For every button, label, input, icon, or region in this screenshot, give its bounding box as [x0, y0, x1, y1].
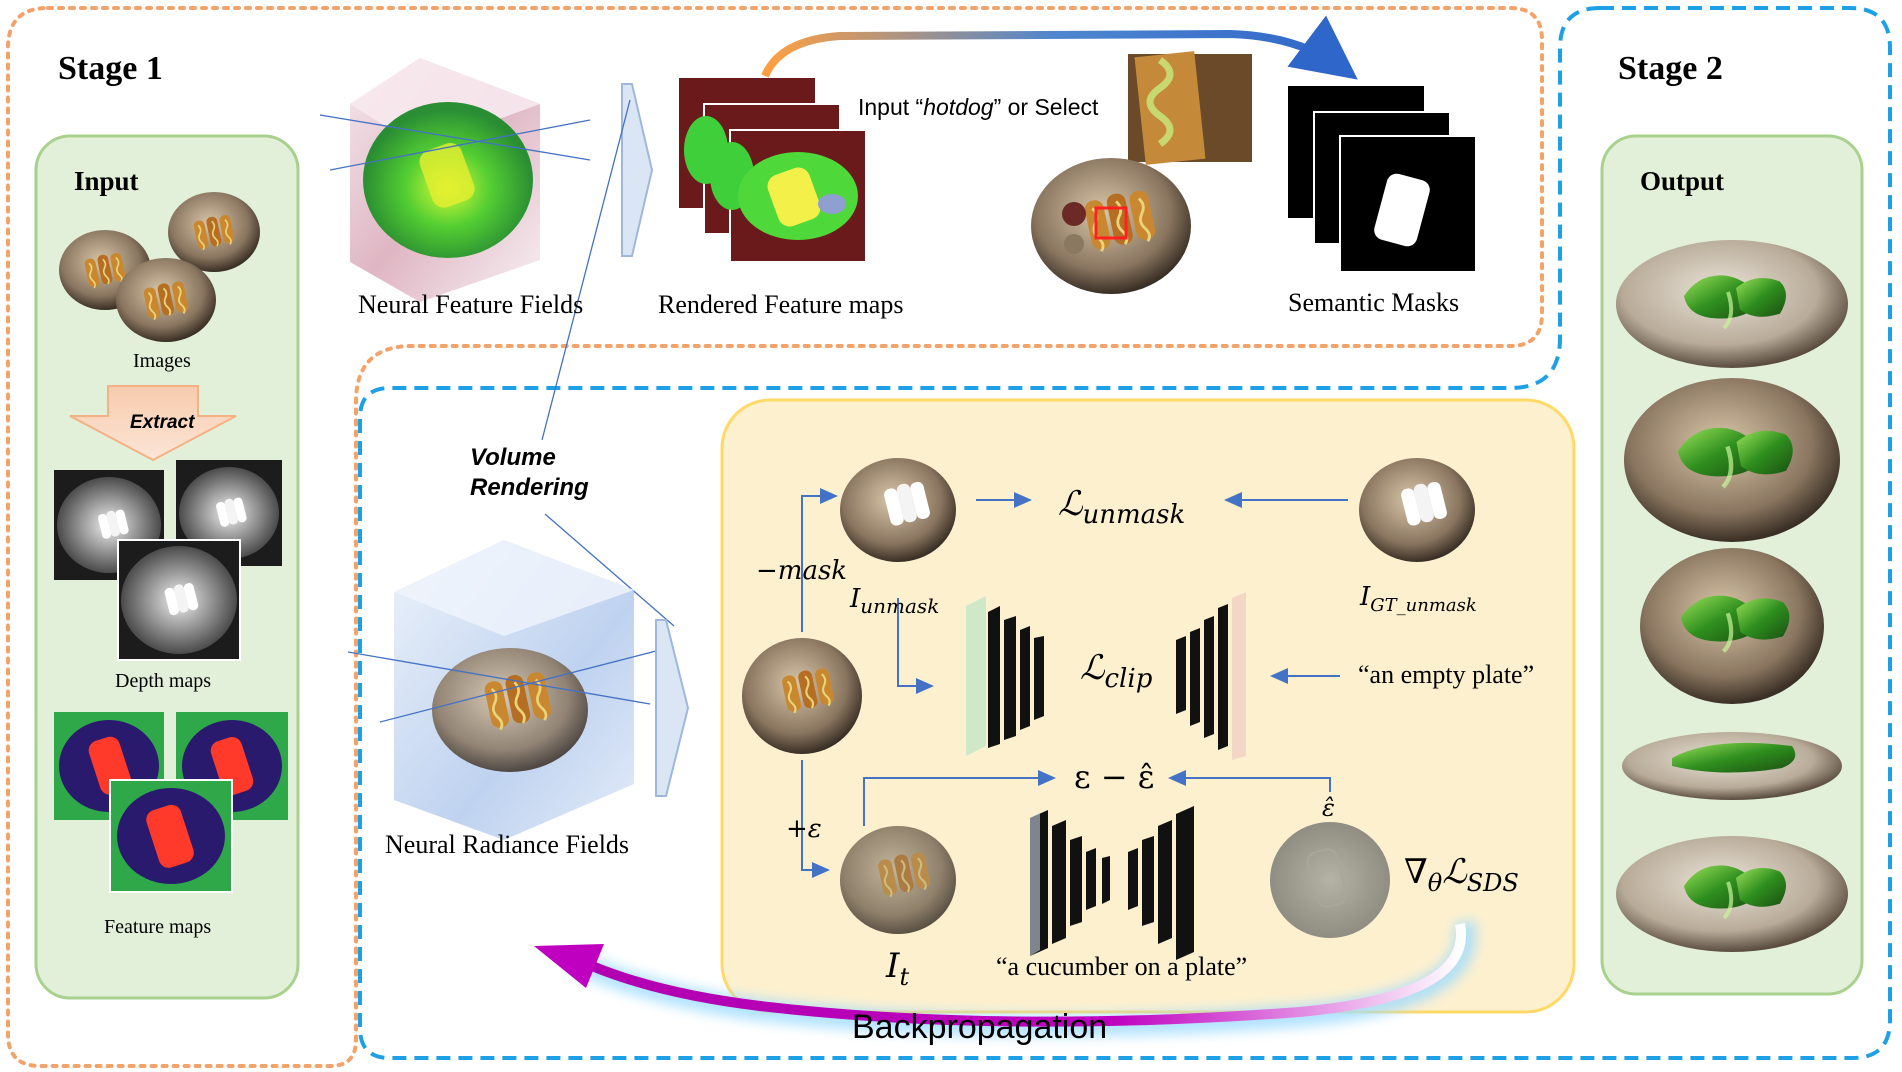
- i-gt-sub: GT_unmask: [1370, 595, 1477, 617]
- cucumber-prompt: “a cucumber on a plate”: [996, 952, 1248, 981]
- top-curved-arrow: [761, 15, 1358, 80]
- images-label: Images: [133, 350, 191, 372]
- neural-radiance-fields-cube: [347, 540, 661, 840]
- minus-mask: −mask: [756, 556, 848, 586]
- nff-label: Neural Feature Fields: [358, 290, 584, 319]
- stage2-title: Stage 2: [1618, 50, 1723, 87]
- empty-plate-prompt: “an empty plate”: [1358, 660, 1535, 689]
- select-plate: [1031, 158, 1191, 294]
- i-gt-unmask: IGT_unmask: [1360, 582, 1477, 616]
- grad-sub: θ: [1427, 868, 1443, 897]
- clip-image-encoder: [966, 596, 1044, 756]
- noise-difference: ε − ε̂: [1074, 758, 1155, 796]
- input-prompt: Input “hotdog” or Select: [858, 94, 1098, 121]
- stage1-title: Stage 1: [58, 50, 163, 87]
- i-t: It: [886, 946, 909, 991]
- input-feature-maps: [54, 712, 288, 893]
- volume-rendering-label-2: Rendering: [470, 474, 589, 501]
- l-clip-symbol: ℒ: [1080, 648, 1105, 688]
- diffusion-unet: [1030, 806, 1194, 960]
- volume-rendering-line: [541, 99, 631, 441]
- rendered-plate: [742, 638, 862, 754]
- backpropagation-label: Backpropagation: [852, 1008, 1108, 1046]
- rendered-feature-maps-label: Rendered Feature maps: [658, 290, 904, 319]
- l-unmask-symbol: ℒ: [1058, 484, 1083, 524]
- i-unmask-sub: unmask: [860, 594, 940, 619]
- rendered-feature-maps: [679, 78, 867, 263]
- eps-hat: ε̂: [1322, 794, 1335, 822]
- semantic-masks: [1288, 86, 1477, 273]
- feature-maps-label: Feature maps: [104, 916, 212, 938]
- input-prompt-prefix: Input “: [858, 94, 924, 120]
- hotdog-closeup: [1128, 51, 1252, 165]
- l-unmask-sub: unmask: [1082, 499, 1186, 530]
- predicted-noise: [1270, 822, 1390, 938]
- extract-label: Extract: [130, 412, 195, 433]
- l-unmask: ℒunmask: [1058, 484, 1185, 530]
- extract-arrow: [69, 385, 237, 462]
- stage2-chevron: [655, 619, 690, 797]
- output-images: [1616, 240, 1848, 952]
- depth-maps: [54, 460, 282, 661]
- volume-rendering-line-2: [544, 513, 675, 627]
- i-t-sub: t: [899, 962, 910, 991]
- clip-text-encoder: [1176, 592, 1246, 760]
- l-clip: ℒclip: [1080, 648, 1152, 694]
- backpropagation-arrow: [534, 919, 1477, 1037]
- unmasked-plate: [840, 458, 956, 562]
- plus-eps: +ε: [786, 814, 822, 844]
- nerf-label: Neural Radiance Fields: [385, 830, 630, 859]
- loss-panel-arrows: [801, 488, 1348, 878]
- volume-rendering-label-1: Volume: [470, 444, 556, 471]
- sds-gradient: ∇θℒSDS: [1404, 852, 1519, 897]
- i-unmask-symbol: I: [850, 584, 861, 614]
- l-sds-symbol: ℒ: [1442, 852, 1467, 892]
- neural-feature-fields-cube: [319, 58, 591, 302]
- l-clip-sub: clip: [1104, 663, 1153, 694]
- noisy-plate: [840, 826, 956, 934]
- stage2-boundary: [358, 6, 1892, 1060]
- grad-symbol: ∇: [1404, 852, 1428, 892]
- stage1-boundary: [6, 6, 1544, 1068]
- semantic-masks-label: Semantic Masks: [1288, 288, 1460, 317]
- input-images: [59, 192, 260, 342]
- input-prompt-suffix: ” or Select: [993, 94, 1099, 120]
- gt-unmask-plate: [1359, 458, 1475, 562]
- i-unmask: Iunmask: [850, 584, 939, 618]
- i-t-symbol: I: [886, 946, 900, 986]
- l-sds-sub: SDS: [1466, 868, 1519, 897]
- output-title: Output: [1640, 166, 1725, 196]
- stage1-chevron: [621, 83, 654, 257]
- input-title: Input: [74, 166, 139, 196]
- i-gt-symbol: I: [1360, 582, 1371, 612]
- depth-maps-label: Depth maps: [115, 670, 212, 692]
- input-prompt-word: hotdog: [923, 94, 994, 120]
